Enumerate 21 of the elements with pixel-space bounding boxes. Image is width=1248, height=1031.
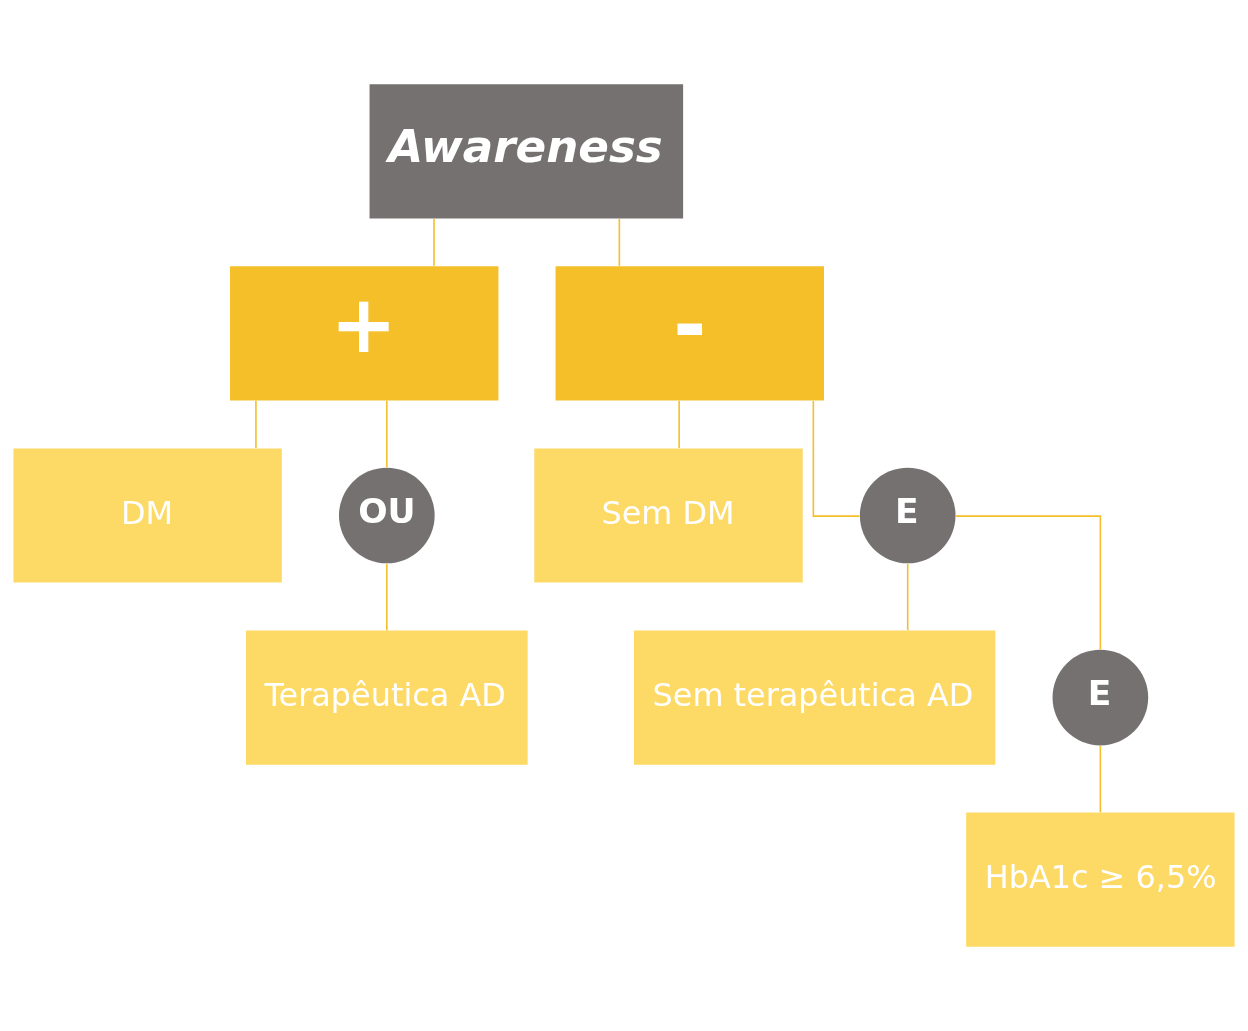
node-box: DM (13, 448, 282, 583)
connector (678, 399, 680, 449)
node-box: - (555, 266, 824, 401)
connector (812, 400, 861, 517)
connector (906, 563, 909, 631)
connector (433, 217, 435, 267)
connector (386, 563, 388, 631)
connector (618, 217, 621, 267)
node-circle: E (1052, 649, 1149, 746)
node-box: HbA1c ≥ 6,5% (966, 812, 1235, 947)
node-circle: OU (339, 467, 435, 564)
connector (255, 399, 257, 449)
node-circle: E (859, 467, 956, 564)
node-box: Sem DM (534, 448, 803, 583)
connector (1099, 745, 1102, 813)
node-box: + (230, 266, 499, 401)
node-box: Terapêutica AD (245, 630, 528, 765)
node-box: Awareness (369, 84, 684, 219)
connector (955, 515, 1102, 651)
node-box: Sem terapêutica AD (633, 630, 996, 765)
connector (386, 399, 388, 469)
